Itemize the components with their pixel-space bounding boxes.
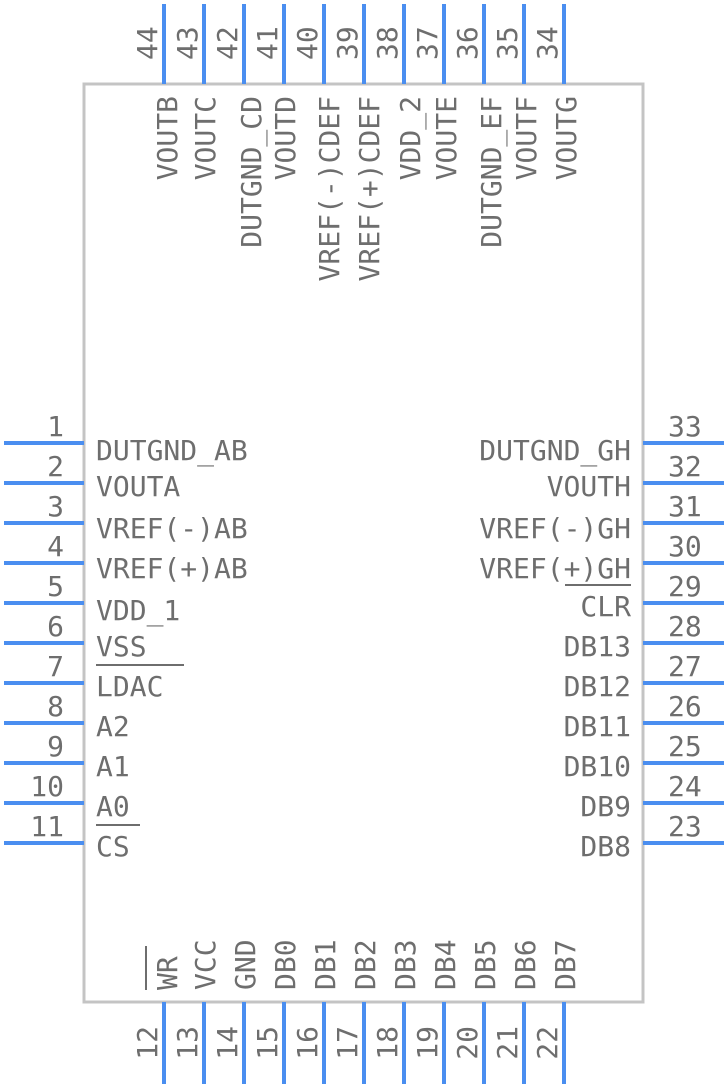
pin-number-bottom-12: 12 — [131, 1026, 164, 1060]
pin-number-right-25: 25 — [668, 730, 702, 763]
pin-number-top-37: 37 — [411, 26, 444, 60]
pin-label-top-38: VDD_2 — [394, 96, 428, 180]
pin-label-right-27: DB12 — [564, 670, 631, 703]
pin-label-bottom-12: WR — [151, 956, 184, 990]
pin-label-top-44: VOUTB — [151, 96, 184, 180]
pin-label-bottom-13: VCC — [189, 939, 222, 990]
pin-label-right-24: DB9 — [580, 790, 631, 823]
pin-label-top-40: VREF(-)CDEF — [313, 96, 346, 281]
pin-label-right-25: DB10 — [564, 750, 631, 783]
pin-number-top-41: 41 — [251, 26, 284, 60]
pin-label-right-33: DUTGND_GH — [479, 434, 631, 468]
pin-label-top-34: VOUTG — [550, 96, 583, 180]
pin-label-top-41: VOUTD — [269, 96, 302, 180]
pin-label-left-6: VSS — [96, 630, 147, 663]
pin-number-top-40: 40 — [291, 26, 324, 60]
pin-number-top-36: 36 — [451, 26, 484, 60]
pin-number-top-34: 34 — [531, 26, 564, 60]
pin-number-right-26: 26 — [668, 690, 702, 723]
pin-label-right-23: DB8 — [580, 830, 631, 863]
pin-label-top-36: DUTGND_EF — [475, 96, 509, 248]
right-pins: 33 32 31 30 29 28 27 26 25 24 23 DUTGND_… — [479, 410, 724, 863]
pin-number-bottom-18: 18 — [371, 1026, 404, 1060]
pin-label-bottom-21: DB6 — [509, 939, 542, 990]
pin-label-left-3: VREF(-)AB — [96, 512, 248, 545]
pin-number-left-3: 3 — [47, 490, 64, 523]
pin-number-top-39: 39 — [331, 26, 364, 60]
pin-label-right-26: DB11 — [564, 710, 631, 743]
pin-number-right-29: 29 — [668, 570, 702, 603]
pin-number-right-33: 33 — [668, 410, 702, 443]
left-pins: 1 2 3 4 5 6 7 8 9 10 11 DUTGND_AB VOUTA … — [4, 410, 248, 863]
pin-label-bottom-14: GND — [229, 939, 262, 990]
pin-number-left-6: 6 — [47, 610, 64, 643]
pin-label-bottom-17: DB2 — [349, 939, 382, 990]
pin-number-left-7: 7 — [47, 650, 64, 683]
pin-label-left-8: A2 — [96, 710, 130, 743]
pin-label-left-2: VOUTA — [96, 470, 180, 503]
pin-label-left-4: VREF(+)AB — [96, 552, 248, 585]
pin-label-top-39: VREF(+)CDEF — [353, 96, 386, 281]
pin-number-bottom-15: 15 — [251, 1026, 284, 1060]
pin-number-top-42: 42 — [211, 26, 244, 60]
pin-label-right-32: VOUTH — [547, 470, 631, 503]
pin-label-left-1: DUTGND_AB — [96, 434, 248, 468]
pin-number-bottom-14: 14 — [211, 1026, 244, 1060]
pin-number-bottom-16: 16 — [291, 1026, 324, 1060]
pin-label-bottom-16: DB1 — [309, 939, 342, 990]
pin-number-bottom-19: 19 — [411, 1026, 444, 1060]
pin-number-right-24: 24 — [668, 770, 702, 803]
pin-label-right-29: CLR — [580, 590, 631, 623]
pin-label-right-30: VREF(+)GH — [479, 552, 631, 585]
pin-number-left-10: 10 — [30, 770, 64, 803]
pin-label-left-7: LDAC — [96, 670, 163, 703]
pin-label-top-35: VOUTF — [510, 96, 543, 180]
pin-number-bottom-13: 13 — [171, 1026, 204, 1060]
pin-number-left-5: 5 — [47, 570, 64, 603]
pin-label-top-42: DUTGND_CD — [235, 96, 269, 248]
pin-number-right-32: 32 — [668, 450, 702, 483]
pin-label-top-43: VOUTC — [189, 96, 222, 180]
pin-label-bottom-20: DB5 — [469, 939, 502, 990]
pin-label-top-37: VOUTE — [430, 96, 463, 180]
pin-label-right-28: DB13 — [564, 630, 631, 663]
pin-number-top-38: 38 — [371, 26, 404, 60]
pin-number-left-9: 9 — [47, 730, 64, 763]
pin-label-bottom-15: DB0 — [269, 939, 302, 990]
pin-number-left-11: 11 — [30, 810, 64, 843]
pin-number-bottom-20: 20 — [451, 1026, 484, 1060]
pin-number-left-2: 2 — [47, 450, 64, 483]
pin-label-left-10: A0 — [96, 790, 130, 823]
pin-label-right-31: VREF(-)GH — [479, 512, 631, 545]
pin-number-right-30: 30 — [668, 530, 702, 563]
pin-number-top-43: 43 — [171, 26, 204, 60]
pin-number-left-4: 4 — [47, 530, 64, 563]
pin-number-left-1: 1 — [47, 410, 64, 443]
pin-number-top-35: 35 — [491, 26, 524, 60]
pin-label-left-5: VDD_1 — [96, 594, 180, 628]
bottom-pins: 12 13 14 15 16 17 18 19 20 21 22 WR VCC … — [131, 939, 582, 1084]
pin-number-bottom-22: 22 — [531, 1026, 564, 1060]
pin-number-right-23: 23 — [668, 810, 702, 843]
pin-number-bottom-21: 21 — [491, 1026, 524, 1060]
pin-number-right-28: 28 — [668, 610, 702, 643]
pin-number-right-27: 27 — [668, 650, 702, 683]
pin-label-left-9: A1 — [96, 750, 130, 783]
pin-number-bottom-17: 17 — [331, 1026, 364, 1060]
pin-label-bottom-22: DB7 — [549, 939, 582, 990]
top-pins: 44 43 42 41 40 39 38 37 36 35 34 VOUTB V… — [131, 4, 583, 281]
pin-label-bottom-19: DB4 — [429, 939, 462, 990]
pin-label-left-11: CS — [96, 830, 130, 863]
pin-number-top-44: 44 — [131, 26, 164, 60]
pin-label-bottom-18: DB3 — [389, 939, 422, 990]
ic-body — [82, 82, 645, 1004]
pin-number-right-31: 31 — [668, 490, 702, 523]
pin-number-left-8: 8 — [47, 690, 64, 723]
